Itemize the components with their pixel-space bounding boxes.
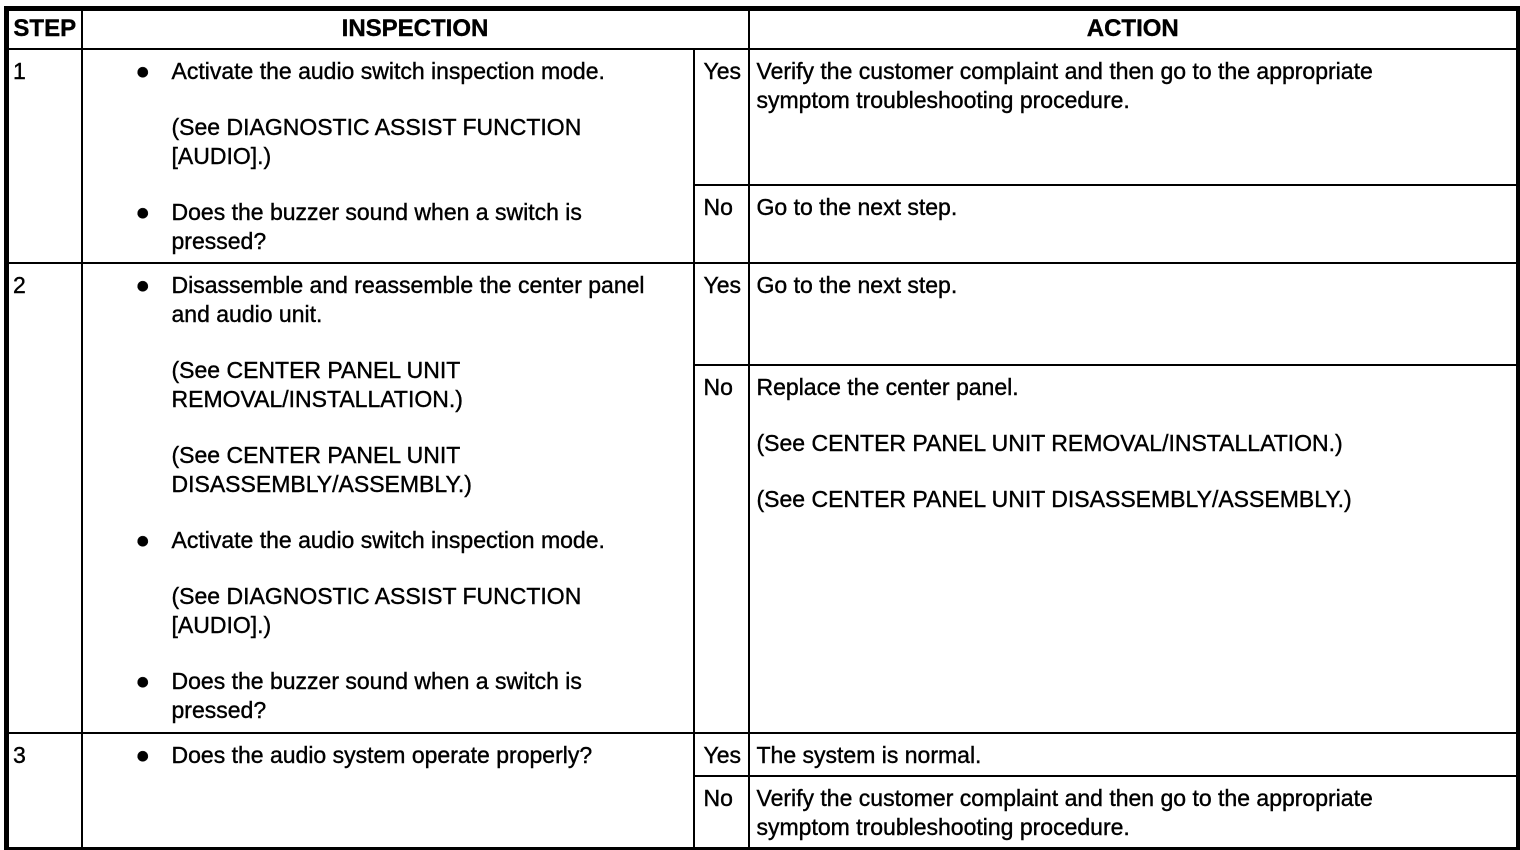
troubleshooting-table: STEP INSPECTION ACTION 1 ● Activate the … bbox=[4, 6, 1520, 850]
answer-no-cell: No bbox=[692, 774, 750, 850]
inspection-list: ● Disassemble and reassemble the center … bbox=[84, 271, 653, 725]
inspection-text: Activate the audio switch inspection mod… bbox=[171, 526, 605, 553]
action-cell: Go to the next step. bbox=[747, 261, 1520, 366]
answer-yes-cell: Yes bbox=[692, 731, 750, 777]
action-cell: Go to the next step. bbox=[747, 183, 1520, 264]
inspection-item: ● Activate the audio switch inspection m… bbox=[84, 57, 653, 171]
table-row-step1-no: No Go to the next step. bbox=[7, 183, 1520, 264]
bullet-icon: ● bbox=[135, 198, 150, 226]
step-number: 1 bbox=[5, 47, 83, 264]
table-row-step3-no: No Verify the customer complaint and the… bbox=[7, 774, 1520, 850]
bullet-icon: ● bbox=[135, 57, 150, 85]
inspection-item: ● Does the audio system operate properly… bbox=[84, 741, 653, 770]
header-row: STEP INSPECTION ACTION bbox=[5, 7, 1520, 50]
inspection-text: Activate the audio switch inspection mod… bbox=[171, 57, 605, 84]
answer-no-cell: No bbox=[692, 363, 750, 734]
table-row-step1-yes: 1 ● Activate the audio switch inspection… bbox=[5, 47, 1520, 264]
action-text: The system is normal. bbox=[756, 741, 982, 768]
inspection-cell: ● Does the audio system operate properly… bbox=[80, 731, 695, 850]
table-row-step2-yes: 2 ● Disassemble and reassemble the cente… bbox=[5, 261, 1520, 734]
action-text: Go to the next step. bbox=[756, 193, 958, 220]
see-reference: (See DIAGNOSTIC ASSIST FUNCTION [AUDIO].… bbox=[171, 582, 582, 638]
answer-yes-cell: Yes bbox=[692, 47, 750, 186]
action-text: Replace the center panel. bbox=[756, 373, 1019, 400]
inspection-item: ● Does the buzzer sound when a switch is… bbox=[84, 198, 653, 256]
inspection-item: ● Disassemble and reassemble the center … bbox=[84, 271, 653, 499]
table-row-step2-no: No Replace the center panel. (See CENTER… bbox=[7, 363, 1520, 734]
action-cell: The system is normal. bbox=[747, 731, 1520, 777]
see-reference: (See DIAGNOSTIC ASSIST FUNCTION [AUDIO].… bbox=[171, 113, 582, 169]
answer-yes-cell: Yes bbox=[692, 261, 750, 366]
inspection-cell: ● Activate the audio switch inspection m… bbox=[80, 47, 695, 264]
see-reference: (See CENTER PANEL UNIT DISASSEMBLY/ASSEM… bbox=[171, 441, 472, 497]
action-text: Verify the customer complaint and then g… bbox=[756, 784, 1373, 840]
answer-no-cell: No bbox=[692, 183, 750, 264]
inspection-text: Does the buzzer sound when a switch is p… bbox=[171, 667, 582, 723]
inspection-item: ● Activate the audio switch inspection m… bbox=[84, 526, 653, 640]
bullet-icon: ● bbox=[135, 271, 150, 299]
header-inspection: INSPECTION bbox=[80, 7, 750, 50]
bullet-icon: ● bbox=[135, 741, 150, 769]
bullet-icon: ● bbox=[135, 667, 150, 695]
see-reference: (See CENTER PANEL UNIT DISASSEMBLY/ASSEM… bbox=[756, 485, 1352, 512]
action-text: Go to the next step. bbox=[756, 271, 958, 298]
see-reference: (See CENTER PANEL UNIT REMOVAL/INSTALLAT… bbox=[171, 356, 463, 412]
inspection-item: ● Does the buzzer sound when a switch is… bbox=[84, 667, 653, 725]
header-step: STEP bbox=[5, 7, 83, 50]
header-action: ACTION bbox=[747, 7, 1520, 50]
bullet-icon: ● bbox=[135, 526, 150, 554]
inspection-text: Does the audio system operate properly? bbox=[171, 741, 593, 768]
inspection-text: Does the buzzer sound when a switch is p… bbox=[171, 198, 582, 254]
inspection-list: ● Does the audio system operate properly… bbox=[84, 741, 653, 770]
table-row-step3-yes: 3 ● Does the audio system operate proper… bbox=[5, 731, 1520, 850]
inspection-list: ● Activate the audio switch inspection m… bbox=[84, 57, 653, 256]
step-number: 3 bbox=[5, 731, 83, 850]
action-cell: Replace the center panel. (See CENTER PA… bbox=[747, 363, 1520, 734]
action-text: Verify the customer complaint and then g… bbox=[756, 57, 1373, 113]
action-cell: Verify the customer complaint and then g… bbox=[747, 774, 1520, 850]
inspection-cell: ● Disassemble and reassemble the center … bbox=[80, 261, 695, 734]
step-number: 2 bbox=[5, 261, 83, 734]
inspection-text: Disassemble and reassemble the center pa… bbox=[171, 271, 645, 327]
see-reference: (See CENTER PANEL UNIT REMOVAL/INSTALLAT… bbox=[756, 429, 1343, 456]
action-cell: Verify the customer complaint and then g… bbox=[747, 47, 1520, 186]
